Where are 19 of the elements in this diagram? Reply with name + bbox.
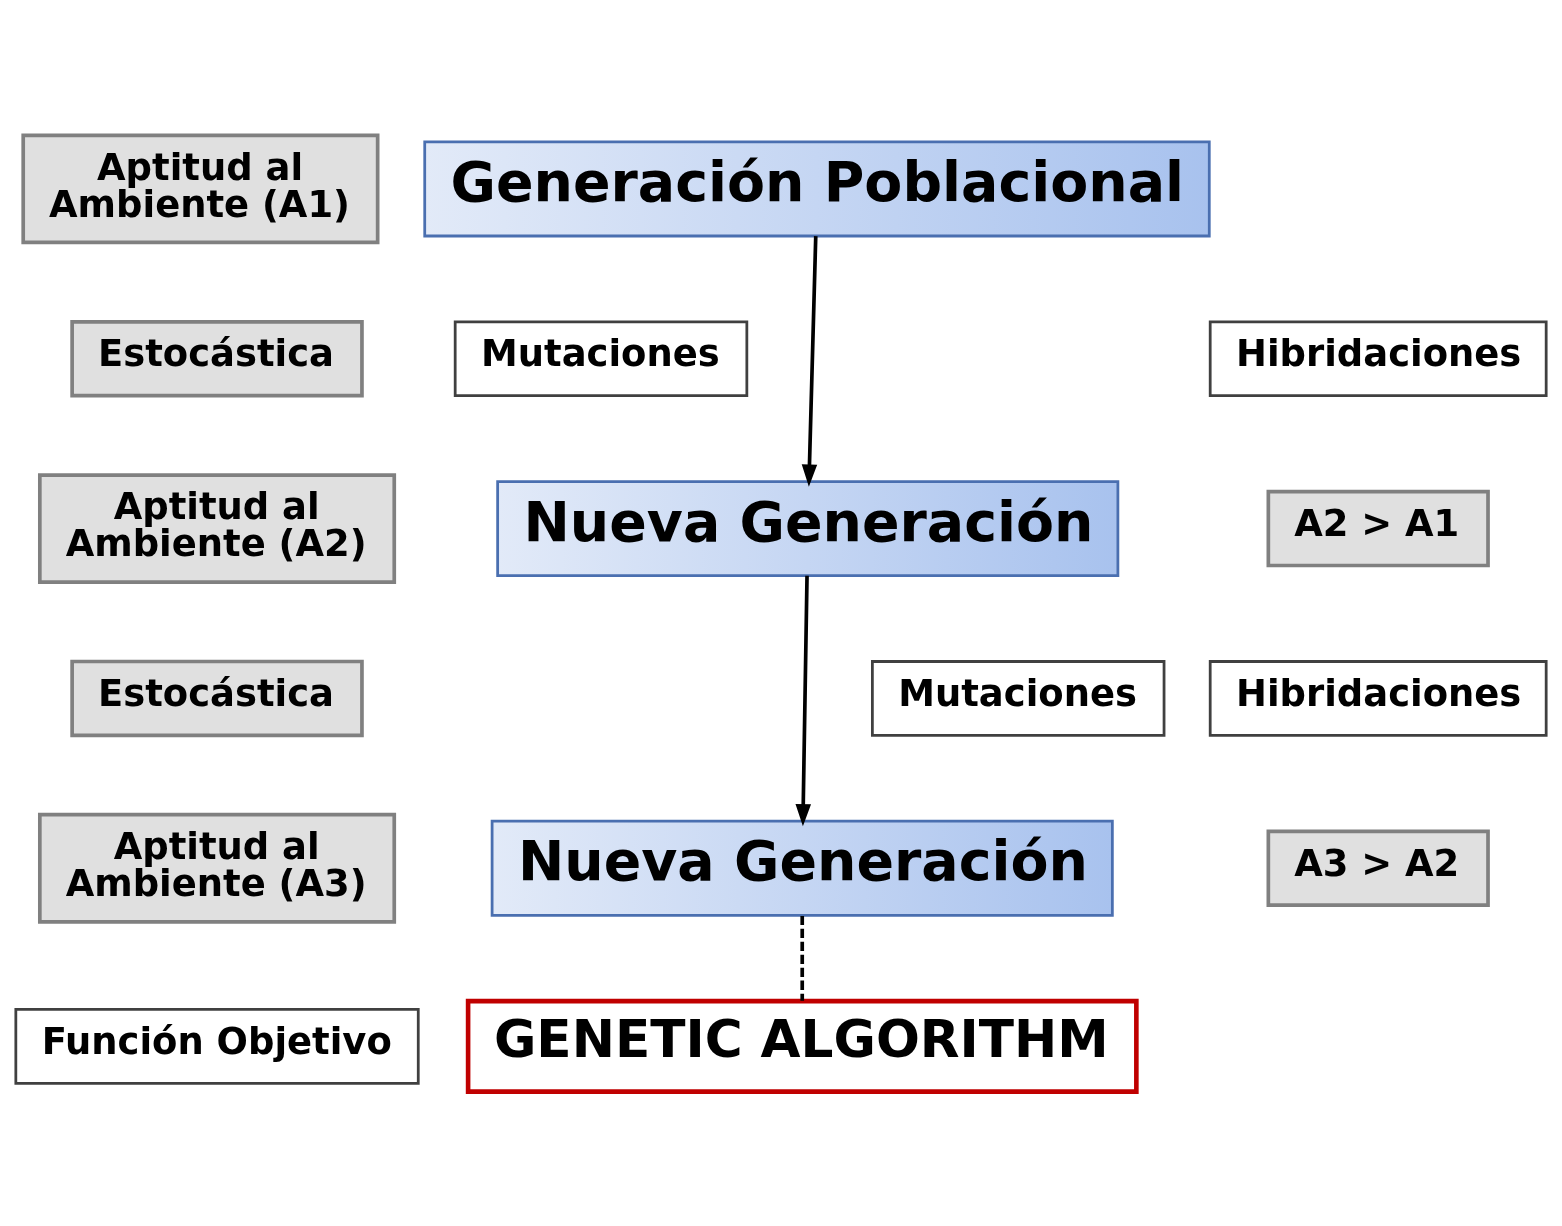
- node-box: GENETIC ALGORITHM: [465, 998, 1139, 1094]
- node-box: A3 > A2: [1266, 829, 1490, 907]
- node-box: Nueva Generación: [490, 819, 1114, 917]
- node-box: Estocástica: [70, 659, 364, 737]
- node-box: Mutaciones: [453, 319, 749, 397]
- node-box: A2 > A1: [1266, 489, 1490, 567]
- node-box: Generación Poblacional: [423, 139, 1211, 237]
- arrow: [801, 235, 818, 487]
- node-box: Hibridaciones: [1208, 319, 1548, 397]
- node-box: Hibridaciones: [1208, 659, 1548, 737]
- node-box: Aptitud al Ambiente (A1): [21, 133, 380, 244]
- node-box: Mutaciones: [871, 659, 1166, 737]
- node-box: Estocástica: [70, 319, 364, 397]
- node-box: Aptitud al Ambiente (A3): [38, 812, 397, 924]
- connector: [800, 915, 805, 1001]
- node-box: Nueva Generación: [496, 479, 1120, 577]
- arrow: [795, 575, 811, 826]
- node-box: Función Objetivo: [14, 1007, 420, 1085]
- node-box: Aptitud al Ambiente (A2): [38, 472, 397, 584]
